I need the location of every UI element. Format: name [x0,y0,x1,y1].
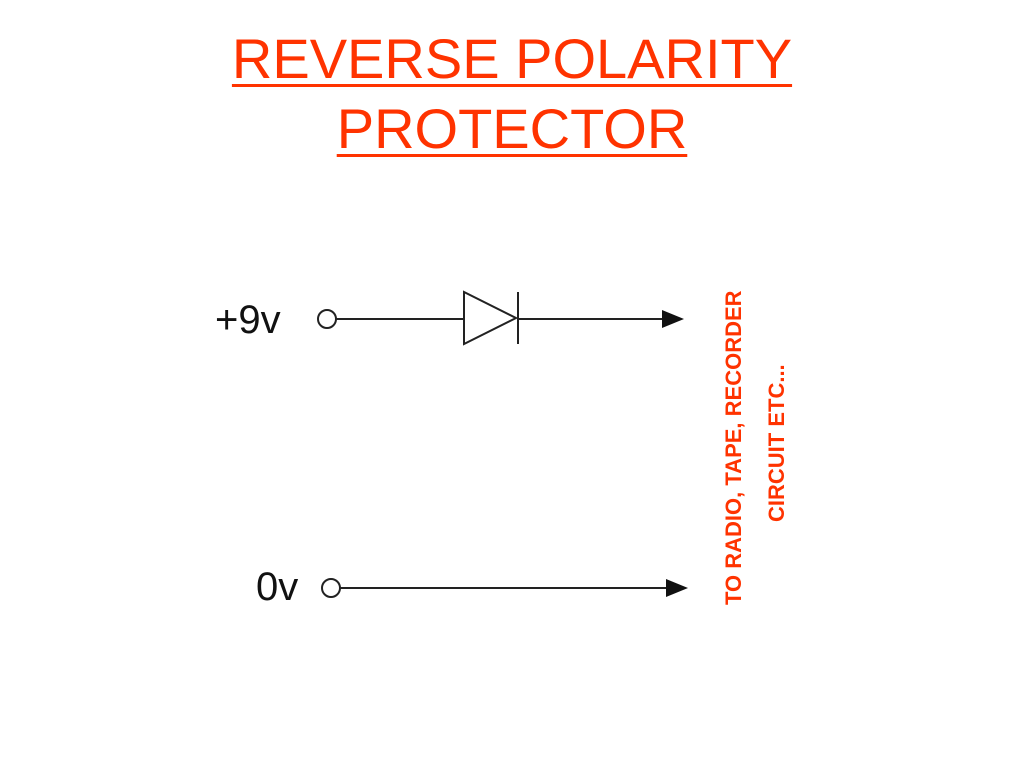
diode-symbol [463,290,519,346]
title-line-2: PROTECTOR [336,97,688,160]
ground-terminal [321,578,341,598]
positive-rail-label: +9v [215,298,281,342]
positive-arrowhead [662,310,684,328]
title-line-1: REVERSE POLARITY [231,27,793,90]
ground-rail-label: 0v [256,565,298,609]
slide-title: REVERSE POLARITY PROTECTOR [0,24,1024,164]
positive-terminal [317,309,337,329]
destination-label-line-2: CIRCUIT ETC... [764,364,789,522]
diode-triangle [463,290,519,346]
destination-label-line-1: TO RADIO, TAPE, RECORDER [721,290,746,605]
ground-arrowhead [666,579,688,597]
